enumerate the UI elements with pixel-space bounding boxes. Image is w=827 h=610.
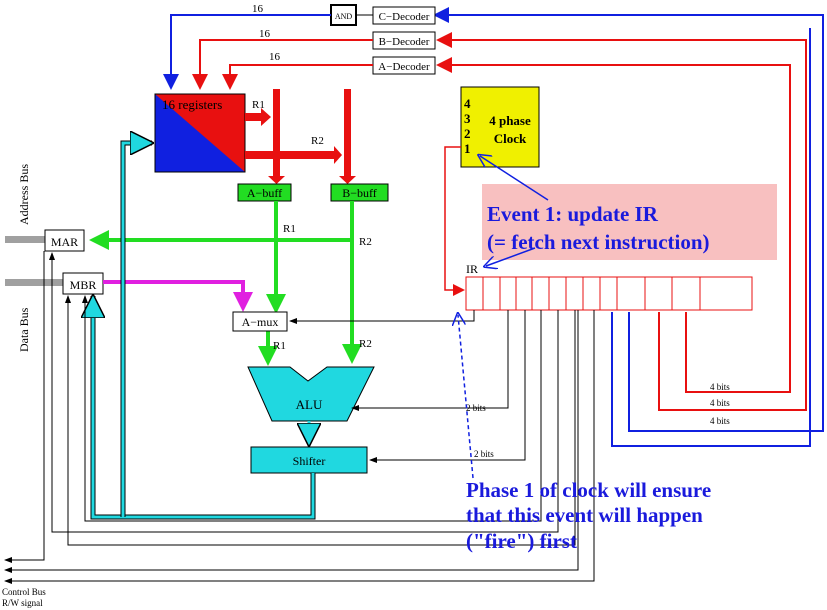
clock-phase-2: 2 <box>464 126 471 141</box>
four-phase-clock <box>460 86 540 168</box>
shifter-label: Shifter <box>293 454 326 468</box>
event-annotation-line2: (= fetch next instruction) <box>487 230 710 254</box>
control-bus-line-2 <box>4 310 579 573</box>
event-to-clock-pointer <box>480 156 549 201</box>
shifter-control-bits-label: 2 bits <box>474 449 494 459</box>
r1-out-arrow <box>245 108 271 126</box>
a-buff-label: A−buff <box>247 186 282 200</box>
b-decoder-output-line <box>192 39 373 90</box>
c-decoder-width-label: 16 <box>252 3 264 15</box>
clock-phase-3: 3 <box>464 111 471 126</box>
b-decoder-label: B−Decoder <box>379 36 430 48</box>
alu <box>247 366 375 422</box>
mbr-label: MBR <box>70 278 97 292</box>
alu-control-bits-label: 2 bits <box>466 403 486 413</box>
c-decoder <box>372 6 436 25</box>
shifter <box>250 446 368 474</box>
a-decoder-width-label: 16 <box>269 51 281 63</box>
b-buff <box>330 183 389 202</box>
clock-title-line1: 4 phase <box>489 113 531 128</box>
event-annotation-line1: Event 1: update IR <box>487 202 659 226</box>
mar-register <box>44 229 85 252</box>
control-bus-line <box>4 251 45 563</box>
c-decoder-control-line-2 <box>611 28 811 447</box>
c-bus-reg-outline <box>120 140 152 517</box>
alu-label: ALU <box>296 397 323 412</box>
ir-to-mar-control <box>49 252 559 533</box>
r1-bus-down <box>268 89 285 184</box>
r2-mid-label: R2 <box>359 236 372 248</box>
ir-to-mbr-control <box>82 295 542 522</box>
b-decoder-width-label: 16 <box>259 28 271 40</box>
clock-phase-1: 1 <box>464 141 471 156</box>
c-bus-to-mbr <box>93 300 315 519</box>
a-buff <box>237 183 292 202</box>
a-mux <box>232 311 288 332</box>
r2-out-arrow <box>245 146 342 164</box>
a-decoder-output-line <box>222 64 373 90</box>
bits-label-3: 4 bits <box>710 416 730 426</box>
mbr-to-amux-bus <box>103 280 253 312</box>
instruction-register <box>465 276 753 311</box>
address-bus-stub <box>5 236 45 243</box>
event-to-ir-pointer <box>486 247 536 266</box>
bits-label-1: 4 bits <box>710 382 730 392</box>
phase1-to-ir-line <box>444 146 465 296</box>
r1-top-label: R1 <box>252 99 265 111</box>
bits-label-2: 4 bits <box>710 398 730 408</box>
a-decoder-control-line <box>436 57 791 393</box>
r2-low-label: R2 <box>359 338 372 350</box>
rw-signal-label: R/W signal <box>2 598 43 608</box>
phase-annotation-line2: that this event will happen <box>466 503 703 527</box>
c-bus-to-registers <box>121 143 148 517</box>
mar-label: MAR <box>51 235 78 249</box>
r1-mid-label: R1 <box>283 223 296 235</box>
c-decoder-control-line <box>433 7 824 432</box>
phase-annotation-line1: Phase 1 of clock will ensure <box>466 478 711 502</box>
phase-to-ir-pointer <box>458 315 474 479</box>
and-gate-label: AND <box>335 12 353 21</box>
c-decoder-output-line <box>163 14 331 90</box>
control-bus-label: Control Bus <box>2 587 46 597</box>
data-bus-stub <box>5 279 63 286</box>
c-decoder-label: C−Decoder <box>379 11 430 23</box>
event-annotation-box <box>482 184 777 260</box>
ir-to-shifter-control <box>369 310 526 463</box>
a-decoder-label: A−Decoder <box>378 61 430 73</box>
a-mux-label: A−mux <box>242 315 279 329</box>
b-decoder-control-line <box>436 32 807 411</box>
ir-to-mbr-control-2 <box>65 295 576 546</box>
clock-phase-4: 4 <box>464 96 471 111</box>
address-bus-label: Address Bus <box>17 164 31 225</box>
clock-phase-numbers: 4 3 2 1 <box>464 96 471 156</box>
ir-label: IR <box>466 262 478 276</box>
register-file-label: 16 registers <box>162 97 222 112</box>
ir-field-dividers <box>482 277 701 310</box>
ir-to-alu-control <box>351 310 509 411</box>
r1-low-label: R1 <box>273 340 286 352</box>
b-buff-label: B−buff <box>342 186 377 200</box>
r2-top-label: R2 <box>311 135 324 147</box>
clock-title-line2: Clock <box>494 131 527 146</box>
phase-annotation-line3: ("fire") first <box>466 529 577 553</box>
ir-to-amux-control <box>289 310 475 324</box>
rw-signal-line <box>4 310 595 584</box>
data-bus-label: Data Bus <box>17 307 31 352</box>
r2-bus-down <box>339 89 356 184</box>
register-file <box>154 93 246 173</box>
